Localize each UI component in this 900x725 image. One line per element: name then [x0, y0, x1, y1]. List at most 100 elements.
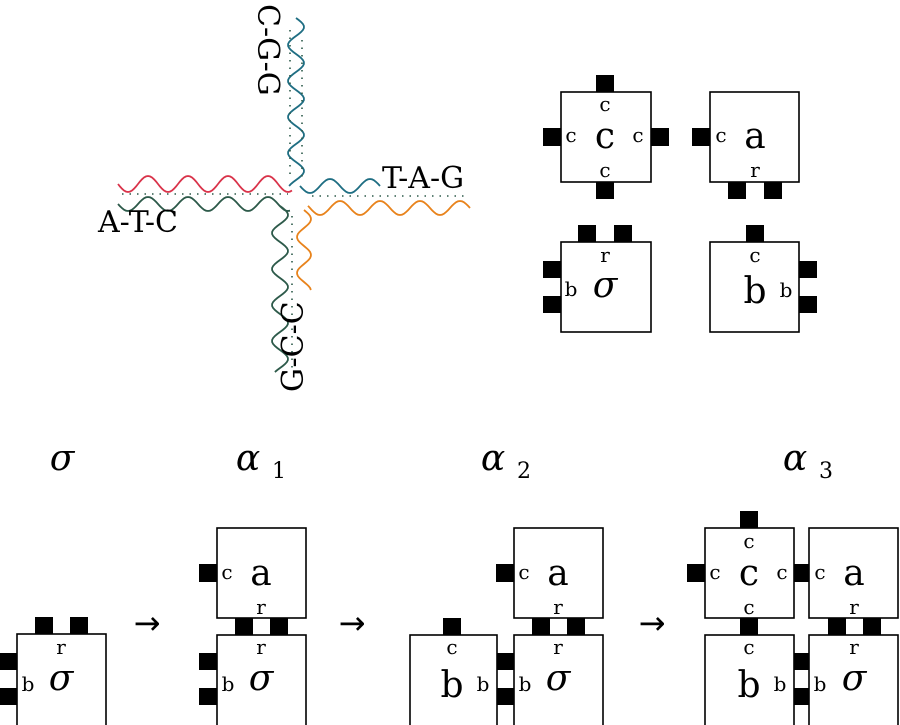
strand-right-label: T-A-G	[382, 161, 464, 196]
glue-label-south: c	[743, 595, 754, 619]
glue-north	[596, 75, 614, 92]
glue-north-2	[70, 617, 88, 634]
glue-west-1	[0, 653, 17, 670]
glue-north-2	[614, 225, 632, 242]
base-pair-dots	[122, 30, 465, 368]
glue-west	[687, 564, 705, 582]
glue-label-west: c	[814, 560, 825, 584]
assembly-sigma: σ r b	[0, 617, 107, 725]
glue-label-south: r	[553, 595, 563, 619]
tile-sigma	[808, 634, 899, 725]
glue-west	[199, 564, 217, 582]
glue-bond-1	[235, 618, 253, 635]
svg-text:α: α	[783, 438, 807, 479]
tile-b: b c b	[709, 225, 817, 333]
strand-bottom-label: G-C-C	[276, 301, 311, 392]
tile-body	[709, 91, 800, 183]
glue-west	[692, 128, 710, 146]
glue-bond-4	[497, 688, 514, 705]
glue-label-west: b	[22, 672, 35, 696]
glue-south-1	[728, 182, 746, 199]
glue-bond-4	[794, 688, 809, 705]
svg-text:α: α	[481, 438, 505, 479]
glue-east-1	[799, 261, 817, 278]
strand-top-label: C-G-G	[250, 4, 285, 96]
tile-center-label: σ	[49, 658, 75, 699]
svg-text:2: 2	[517, 459, 531, 484]
tile-center-label: a	[547, 553, 568, 594]
glue-west-1	[199, 653, 217, 670]
glue-label-west: c	[518, 560, 529, 584]
glue-label-south: c	[599, 158, 610, 182]
glue-label-west: c	[709, 560, 720, 584]
glue-label-west: b	[519, 672, 532, 696]
glue-label-west: c	[715, 123, 726, 147]
glue-label-north: c	[743, 635, 754, 659]
tile-center-label: a	[744, 116, 765, 157]
glue-west-1	[543, 261, 561, 278]
glue-north-1	[578, 225, 596, 242]
tile-body	[560, 91, 652, 183]
glue-label-north: r	[600, 243, 610, 267]
glue-label-north: r	[56, 635, 66, 659]
tile-a	[808, 527, 899, 619]
glue-south-bond	[740, 618, 758, 635]
step-label-alpha1: α 1	[236, 438, 286, 484]
arrow-2: →	[339, 604, 366, 642]
tile-center-label: c	[739, 553, 759, 594]
glue-west	[543, 128, 561, 146]
tile-c: c c c c c	[543, 75, 669, 199]
glue-bond-2	[270, 618, 288, 635]
svg-text:α: α	[236, 438, 260, 479]
tile-center-label: b	[737, 665, 760, 706]
glue-label-east: c	[632, 123, 643, 147]
glue-north-1	[35, 617, 53, 634]
tile-b	[704, 634, 795, 725]
tile-a: a c r	[692, 91, 800, 199]
svg-text:1: 1	[272, 459, 286, 484]
tile-center-label: a	[250, 553, 271, 594]
step-label-sigma: σ	[50, 438, 76, 479]
glue-label-west: b	[814, 672, 827, 696]
tile-center-label: c	[595, 116, 615, 157]
svg-text:3: 3	[819, 459, 833, 484]
tile-sigma	[216, 634, 307, 725]
glue-label-west: b	[565, 277, 578, 301]
tile-center-label: b	[743, 271, 766, 312]
glue-label-east: b	[477, 672, 490, 696]
glue-bond-3	[794, 653, 809, 670]
strand-bottom-wave	[117, 196, 291, 373]
tile-sigma	[16, 633, 107, 725]
tile-sigma	[513, 634, 604, 725]
glue-label-west: c	[221, 560, 232, 584]
tile-sigma: σ r b	[543, 225, 652, 333]
glue-bond-3	[497, 653, 514, 670]
glue-label-west: b	[222, 672, 235, 696]
glue-label-west: c	[565, 123, 576, 147]
glue-label-north: c	[749, 243, 760, 267]
tile-body	[560, 241, 652, 333]
assembly-alpha3: c c c c c a c r b c b σ r b	[687, 511, 899, 725]
glue-south	[596, 182, 614, 199]
glue-bond-1	[828, 618, 846, 635]
arrow-1: →	[134, 604, 161, 642]
tile-center-label: σ	[593, 265, 619, 306]
strand-top-wave	[287, 17, 381, 194]
glue-label-east: b	[774, 672, 787, 696]
glue-bond-1	[532, 618, 550, 635]
tile-a	[513, 527, 604, 619]
arrow-3: →	[639, 604, 666, 642]
tile-body	[709, 241, 800, 333]
glue-west-2	[543, 296, 561, 313]
glue-label-south: r	[256, 595, 266, 619]
tile-center-label: b	[440, 665, 463, 706]
step-label-alpha2: α 2	[481, 438, 531, 484]
glue-north	[746, 225, 764, 242]
glue-east-2	[799, 296, 817, 313]
glue-east-bond	[794, 564, 809, 582]
glue-north	[740, 511, 758, 528]
tile-set: c c c c c a c r σ r b	[543, 75, 817, 333]
tile-center-label: σ	[842, 658, 868, 699]
glue-label-north: r	[256, 635, 266, 659]
